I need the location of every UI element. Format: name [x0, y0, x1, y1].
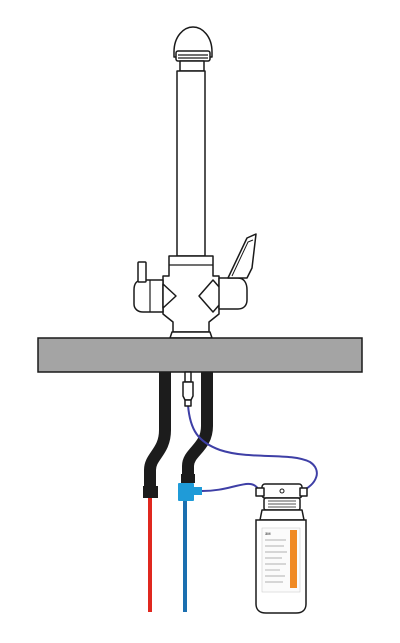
hot-hose-connector: [143, 486, 158, 498]
faucet-column: [176, 70, 206, 257]
hot-water-hose: [144, 372, 171, 488]
filter-head: [255, 483, 308, 511]
spout-head: [173, 26, 213, 62]
mixer-lever: [218, 233, 257, 310]
filter-cap: [259, 509, 305, 521]
filter-brand: 3M: [265, 531, 271, 536]
cold-water-tee: [178, 483, 202, 501]
cold-hose-connector: [181, 474, 195, 483]
cold-water-hose: [182, 372, 213, 478]
filter-label: 3M: [261, 527, 301, 593]
filter-outlet-tube: [187, 404, 318, 493]
faucet-base: [169, 331, 213, 339]
hot-supply-pipe: [148, 498, 152, 612]
filter-label-accent: [290, 530, 297, 588]
filtered-water-outlet-fitting: [182, 371, 194, 407]
countertop: [37, 337, 363, 373]
filtered-water-tap: [133, 261, 177, 313]
water-filter: 3M: [255, 483, 308, 614]
supply-hoses: [143, 372, 213, 498]
spout-neck: [179, 60, 205, 72]
filter-inlet-tube: [201, 482, 261, 493]
cold-supply-pipe: [183, 500, 187, 612]
faucet: [133, 26, 257, 339]
